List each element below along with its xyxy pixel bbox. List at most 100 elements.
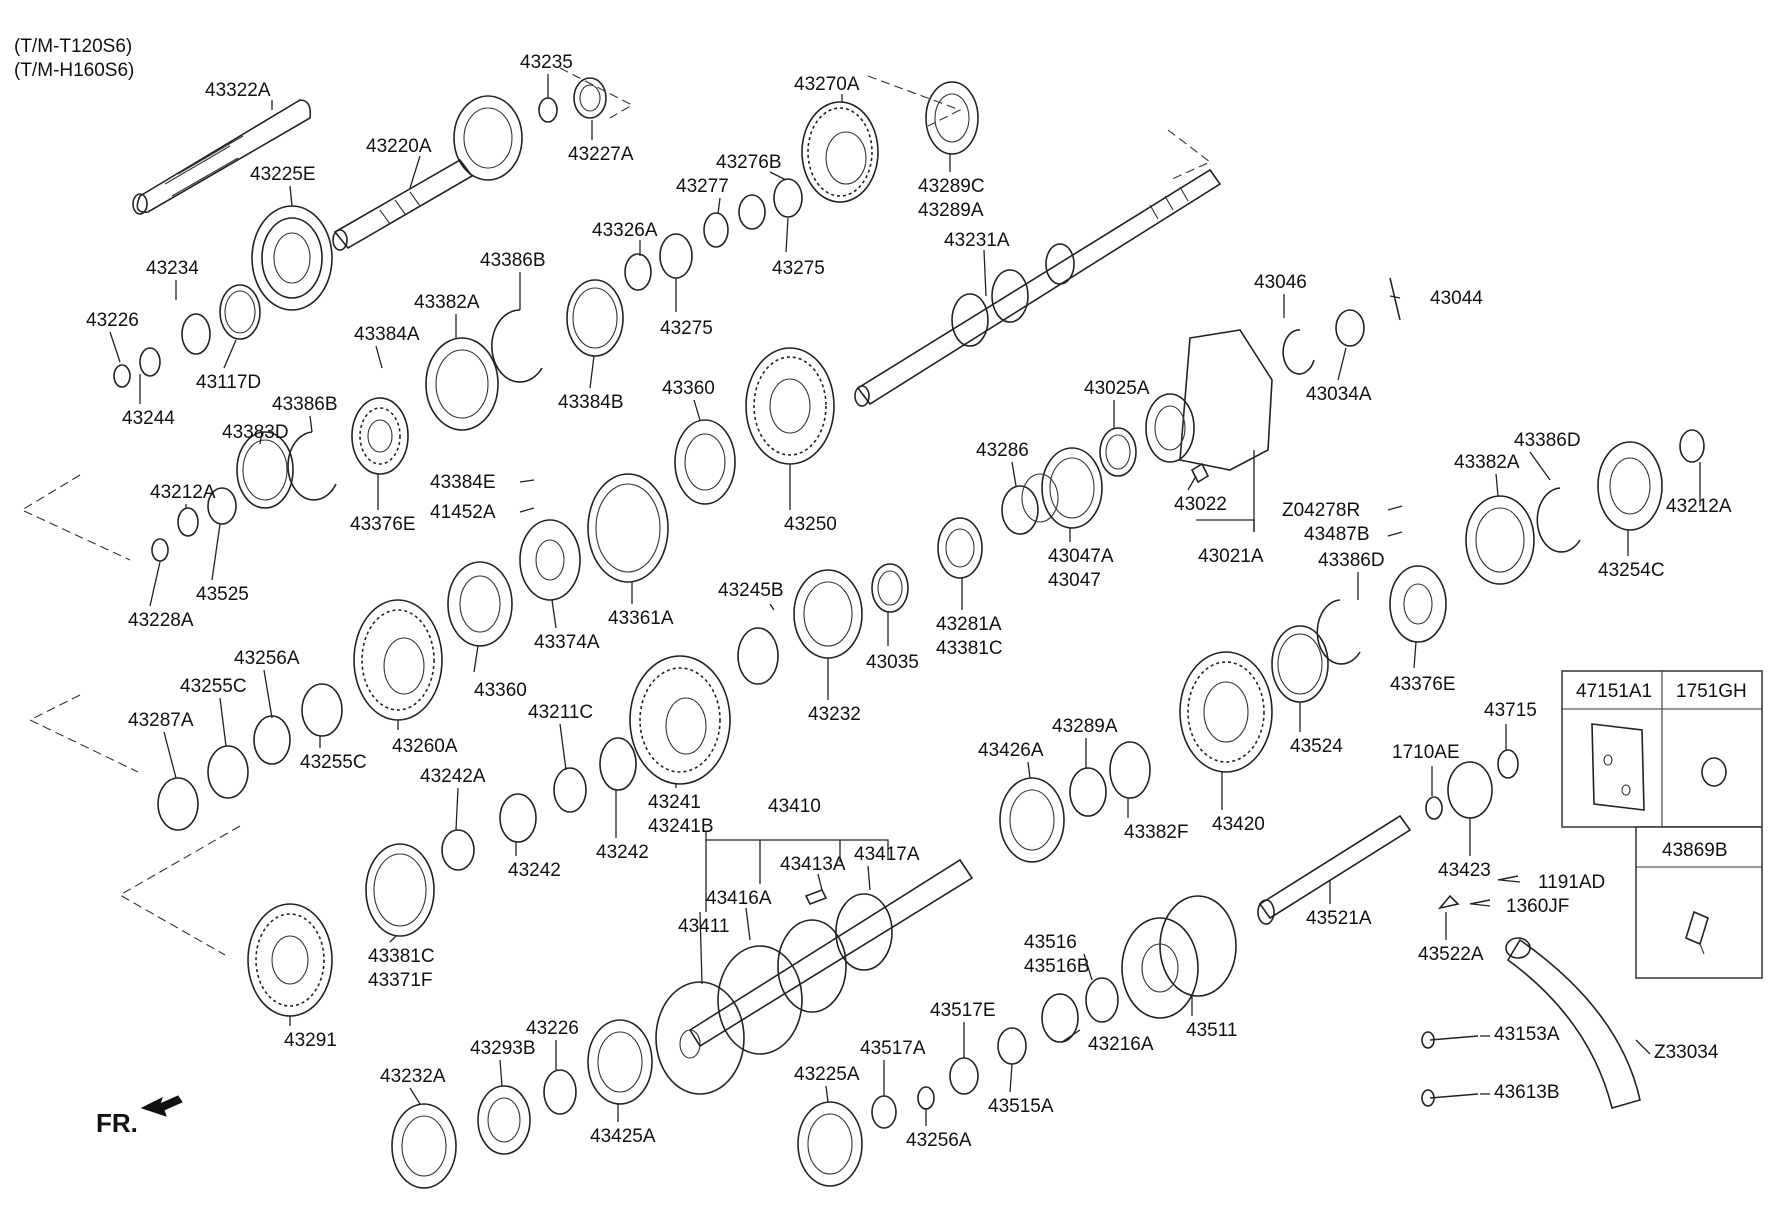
part-label: 43021A [1198, 546, 1264, 567]
sleeve-43286 [1001, 473, 1059, 535]
leader-line [1495, 473, 1499, 497]
part-label: 43289A [918, 200, 984, 221]
part-label: 43275 [660, 318, 713, 339]
ring-43524 [1271, 625, 1329, 703]
leader-line [867, 865, 871, 891]
leader-lines [109, 74, 1701, 1126]
leader-line [1471, 903, 1491, 907]
part-label: 43232A [380, 1066, 446, 1087]
part-label: 43521A [1306, 908, 1372, 929]
ring-43383D [236, 431, 294, 509]
leader-line [785, 217, 789, 253]
part-label: 43420 [1212, 814, 1265, 835]
part-label: 43255C [300, 752, 367, 773]
leader-line [109, 331, 121, 363]
part-label: 43371F [368, 970, 432, 991]
part-label: 43241 [648, 792, 701, 813]
ring-43384B [566, 279, 624, 357]
leader-line [519, 507, 535, 513]
part-label: 43234 [146, 258, 199, 279]
part-label: 43270A [794, 74, 860, 95]
leader-line [983, 249, 987, 297]
ring-43289A-lower [1069, 767, 1107, 817]
part-label: 43034A [1306, 384, 1372, 405]
part-label: 43256A [906, 1130, 972, 1151]
part-label: 43487B [1304, 524, 1370, 545]
part-label: 43381C [936, 638, 1003, 659]
ring-43226-lower [543, 1069, 577, 1115]
part-label: 43277 [676, 176, 729, 197]
leader-line [1387, 531, 1403, 537]
leader-line [1061, 1029, 1081, 1043]
gear-43241 [629, 655, 731, 785]
part-label: 43515A [988, 1096, 1054, 1117]
part-label: 43047 [1048, 570, 1101, 591]
part-label: 43286 [976, 440, 1029, 461]
inset-panel: 47151A1 1751GH 43869B [1561, 670, 1763, 979]
leader-line [817, 873, 823, 891]
part-label: 43386B [272, 394, 338, 415]
inset-label-47151A1: 47151A1 [1576, 681, 1652, 702]
leader-line [693, 399, 701, 421]
part-label: 43426A [978, 740, 1044, 761]
inset-label-1751GH: 1751GH [1676, 681, 1747, 702]
part-label: 43281A [936, 614, 1002, 635]
part-label: 43211C [528, 702, 593, 723]
part-label: 43226 [86, 310, 139, 331]
synchro-43360-upper [674, 419, 736, 505]
leader-line [1529, 451, 1551, 481]
part-label: 43360 [474, 680, 527, 701]
part-label: 43275 [772, 258, 825, 279]
part-label: Z04278R [1282, 500, 1360, 521]
leader-line [289, 185, 293, 207]
bearing-43225E [251, 205, 333, 311]
part-label: 41452A [430, 502, 496, 523]
bearing-43232 [793, 569, 863, 659]
assembly-guide-lines [20, 67, 1212, 956]
part-label: 43242 [596, 842, 649, 863]
part-label: 43250 [784, 514, 837, 535]
part-label: 43425A [590, 1126, 656, 1147]
leader-line [219, 697, 227, 747]
gear-43260A [353, 599, 443, 721]
front-arrow-icon [140, 1095, 183, 1117]
leader-line [1337, 347, 1347, 381]
cluster-gear-43410 [655, 858, 974, 1095]
part-label: 43117D [196, 372, 261, 393]
part-label: 43276B [716, 152, 782, 173]
leader-line [375, 345, 383, 369]
front-indicator: FR. [96, 1108, 138, 1138]
hub-43374A [519, 519, 581, 601]
ring-43245B [737, 627, 779, 685]
leader-line [223, 339, 237, 369]
bearing-43047A [1041, 447, 1103, 529]
part-label: 43287A [128, 710, 194, 731]
part-label: 43417A [854, 844, 920, 865]
leader-line [163, 731, 177, 779]
leader-line [473, 645, 479, 673]
leader-line [1635, 1039, 1651, 1055]
part-label: 43517A [860, 1038, 926, 1059]
part-label: Z33034 [1654, 1042, 1719, 1063]
part-label: 43381C [368, 946, 435, 967]
part-label: 43361A [608, 608, 674, 629]
part-label: 43212A [150, 482, 216, 503]
sleeve-43361A [587, 473, 669, 583]
part-label: 43225E [250, 164, 316, 185]
hub-43376E-right [1389, 565, 1447, 643]
part-label: 43231A [944, 230, 1010, 251]
leader-line [769, 171, 787, 181]
leader-line [1083, 953, 1093, 981]
leader-line [263, 669, 273, 719]
part-label: 43516B [1024, 956, 1090, 977]
part-label: 43376E [1390, 674, 1456, 695]
part-label: 43260A [392, 736, 458, 757]
countershaft-43231A [854, 168, 1222, 407]
part-label: 43216A [1088, 1034, 1154, 1055]
leader-line [769, 603, 775, 611]
part-label: 43511 [1186, 1020, 1237, 1041]
leader-line [409, 1087, 421, 1105]
part-label: 43413A [780, 854, 846, 875]
idler-shaft-43521A [1257, 814, 1412, 925]
part-label: 43516 [1024, 932, 1077, 953]
